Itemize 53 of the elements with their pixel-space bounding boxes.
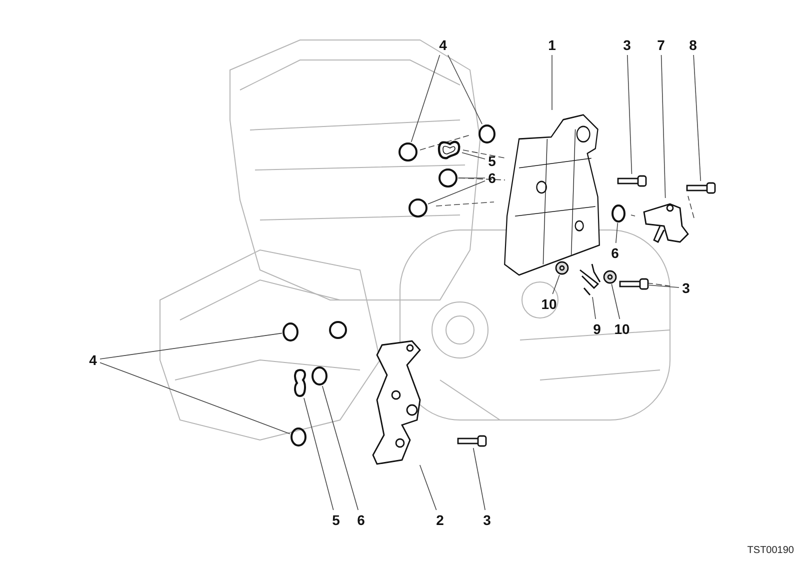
callout-number: 9: [590, 319, 604, 339]
leader-line: [660, 54, 666, 198]
o-ring: [611, 204, 626, 223]
callout-number: 4: [436, 35, 450, 55]
leader-line: [100, 362, 290, 434]
leader-line: [304, 398, 334, 510]
leader-line: [419, 464, 437, 510]
leader-line: [648, 284, 680, 288]
o-ring: [438, 168, 458, 188]
leader-line: [552, 274, 560, 294]
leader-line: [410, 54, 440, 142]
callout-number: 1: [545, 35, 559, 55]
o-ring: [290, 427, 307, 447]
drawing-code: TST00190: [747, 544, 794, 558]
callout-number: 3: [480, 510, 494, 530]
leader-line: [693, 54, 701, 182]
leader-line: [592, 296, 596, 320]
callout-number: 3: [620, 35, 634, 55]
callout-number: 5: [329, 510, 343, 530]
o-ring: [408, 198, 428, 218]
bolt: [686, 181, 716, 195]
gasket: [436, 138, 462, 160]
leader-line: [462, 152, 486, 160]
leader-line: [448, 54, 482, 124]
callout-number: 3: [679, 278, 693, 298]
callout-number: 2: [433, 510, 447, 530]
callout-number: 10: [612, 319, 632, 339]
leader-line: [626, 54, 632, 174]
callout-number: 6: [354, 510, 368, 530]
callout-number: 6: [608, 243, 622, 263]
leader-line: [611, 284, 620, 320]
o-ring: [398, 142, 418, 162]
bolt: [617, 174, 647, 188]
leader-line: [100, 332, 282, 360]
leader-line: [615, 222, 618, 244]
leader-line: [428, 180, 486, 204]
bolt: [457, 434, 487, 448]
callout-number: 6: [485, 168, 499, 188]
spring-clip: [578, 262, 602, 297]
bracket: [372, 340, 422, 465]
callout-number: 7: [654, 35, 668, 55]
o-ring: [478, 124, 496, 144]
bolt: [619, 277, 649, 291]
callout-number: 4: [86, 350, 100, 370]
leader-line: [472, 448, 486, 510]
washer: [603, 270, 617, 284]
callout-number: 5: [485, 151, 499, 171]
o-ring: [282, 322, 299, 342]
o-ring: [311, 366, 328, 386]
leader-line: [322, 386, 359, 510]
gasket: [292, 368, 308, 398]
callout-number: 8: [686, 35, 700, 55]
washer: [555, 261, 569, 275]
